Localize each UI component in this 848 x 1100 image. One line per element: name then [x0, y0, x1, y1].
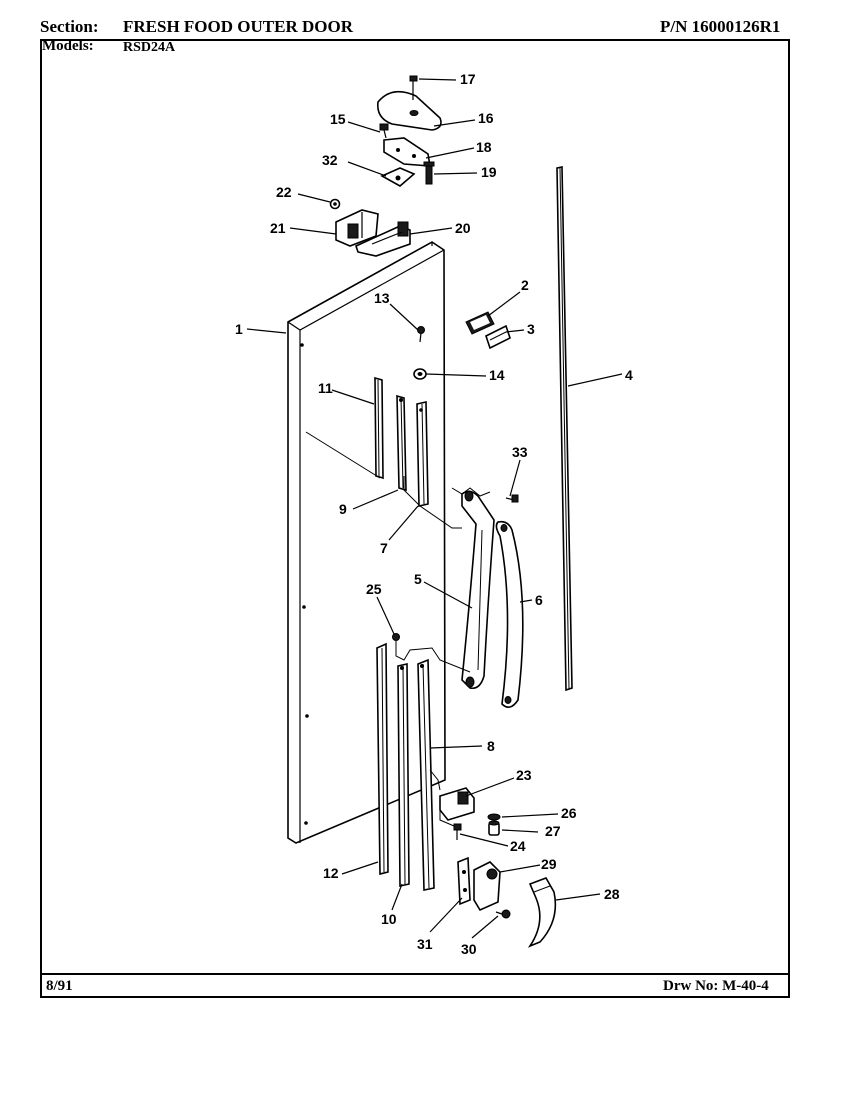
washer — [487, 813, 501, 821]
models-value: RSD24A — [123, 40, 176, 55]
hinge-plate — [383, 137, 431, 167]
callout-23: 23 — [516, 767, 532, 783]
callout-4: 4 — [625, 367, 633, 383]
callout-19: 19 — [481, 164, 497, 180]
callout-24: 24 — [510, 838, 526, 854]
bottom-hinge-bracket — [439, 787, 475, 821]
nameplate — [465, 311, 495, 335]
section-title: FRESH FOOD OUTER DOOR — [123, 17, 353, 36]
plug — [413, 368, 427, 380]
shim — [457, 856, 471, 906]
trim-strip — [374, 376, 384, 480]
callout-18: 18 — [476, 139, 492, 155]
callout-10: 10 — [381, 911, 397, 927]
callout-8: 8 — [487, 738, 495, 754]
trim-strip — [396, 394, 407, 492]
footer-divider — [40, 973, 790, 975]
callout-22: 22 — [276, 184, 292, 200]
trim-strip — [397, 663, 410, 887]
callout-13: 13 — [374, 290, 390, 306]
callout-3: 3 — [527, 321, 535, 337]
callout-1: 1 — [235, 321, 243, 337]
screw — [495, 909, 511, 919]
callout-labels: 1 2 3 4 5 6 7 8 9 10 11 12 13 14 15 16 1… — [235, 71, 633, 957]
callout-14: 14 — [489, 367, 505, 383]
hinge-cover — [527, 877, 557, 948]
door-handle — [461, 490, 495, 690]
callout-5: 5 — [414, 571, 422, 587]
callout-25: 25 — [366, 581, 382, 597]
section-label: Section: — [40, 17, 99, 36]
callout-16: 16 — [478, 110, 494, 126]
shim — [380, 167, 416, 187]
nameplate-bracket — [485, 324, 511, 350]
leader-lines — [246, 78, 623, 939]
trim-strip — [417, 658, 435, 891]
assembly-lines — [305, 431, 491, 827]
callout-29: 29 — [541, 856, 557, 872]
screw — [329, 198, 341, 210]
callout-17: 17 — [460, 71, 476, 87]
trim-strip — [376, 642, 389, 876]
bushing — [488, 820, 500, 836]
callout-12: 12 — [323, 865, 339, 881]
callout-30: 30 — [461, 941, 477, 957]
screw — [392, 633, 400, 641]
callout-9: 9 — [339, 501, 347, 517]
hinge-pin — [423, 161, 435, 185]
screw — [379, 123, 389, 139]
callout-11: 11 — [318, 380, 333, 396]
callout-32: 32 — [322, 152, 338, 168]
screw — [505, 494, 519, 503]
callout-28: 28 — [604, 886, 620, 902]
top-cap — [376, 90, 442, 131]
callout-20: 20 — [455, 220, 471, 236]
handle-insert — [495, 520, 524, 708]
drawing-date: 8/91 — [46, 978, 73, 994]
callout-31: 31 — [417, 936, 433, 952]
screw — [409, 75, 418, 100]
callout-7: 7 — [380, 540, 388, 556]
part-number: P/N 16000126R1 — [660, 17, 781, 36]
bottom-hinge — [473, 861, 501, 912]
drawing-frame — [40, 39, 790, 998]
models-label: Models: — [42, 38, 94, 54]
hinge-bracket — [355, 221, 411, 257]
callout-15: 15 — [330, 111, 346, 127]
gasket-strip — [556, 166, 573, 692]
screw — [453, 823, 462, 840]
callout-27: 27 — [545, 823, 561, 839]
callout-33: 33 — [512, 444, 528, 460]
callout-21: 21 — [270, 220, 286, 236]
callout-2: 2 — [521, 277, 529, 293]
hinge-bracket — [335, 209, 379, 247]
callout-26: 26 — [561, 805, 577, 821]
drawing-number: Drw No: M-40-4 — [663, 978, 769, 994]
trim-strip — [416, 401, 429, 507]
callout-6: 6 — [535, 592, 543, 608]
